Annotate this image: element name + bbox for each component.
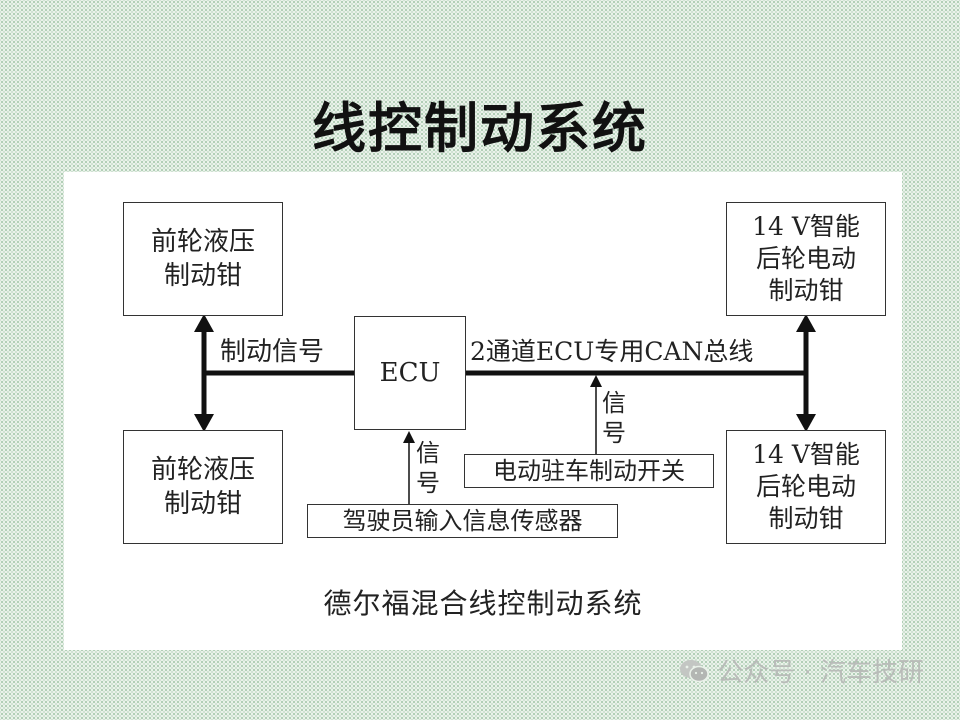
front-top-caliper-box: 前轮液压 制动钳: [123, 202, 283, 316]
ecu-label: ECU: [379, 358, 441, 388]
rear-top-caliper-box: 14 V智能 后轮电动 制动钳: [726, 202, 886, 316]
signal-label-parking: 信 号: [602, 389, 626, 447]
arrowhead-up-right: [796, 314, 816, 332]
rear-bottom-caliper-label: 14 V智能 后轮电动 制动钳: [752, 440, 860, 533]
arrowhead-up-left: [194, 314, 214, 332]
connection-lines: [194, 314, 816, 504]
watermark-text: 公众号 · 汽车技研: [717, 658, 924, 688]
signal-label-driver: 信 号: [416, 439, 440, 497]
diagram-panel: 前轮液压 制动钳 前轮液压 制动钳 ECU 14 V智能 后轮电动 制动钳 14…: [64, 172, 902, 650]
brake-signal-label: 制动信号: [220, 337, 325, 367]
driver-sensor-label: 驾驶员输入信息传感器: [342, 507, 583, 535]
diagram-caption: 德尔福混合线控制动系统: [323, 587, 643, 620]
slide-title: 线控制动系统: [312, 96, 648, 160]
watermark: 公众号 · 汽车技研: [679, 652, 924, 689]
rear-bottom-caliper-box: 14 V智能 后轮电动 制动钳: [726, 430, 886, 544]
wechat-icon: [680, 659, 709, 682]
ecu-box: ECU: [354, 316, 466, 430]
arrowhead-down-right: [796, 414, 816, 432]
rear-top-caliper-label: 14 V智能 后轮电动 制动钳: [752, 212, 860, 305]
parking-switch-box: 电动驻车制动开关: [464, 454, 714, 488]
can-bus-label: 2通道ECU专用CAN总线: [470, 337, 754, 366]
front-top-caliper-label: 前轮液压 制动钳: [150, 227, 255, 291]
arrowhead-driver-signal: [403, 431, 415, 443]
parking-switch-label: 电动驻车制动开关: [493, 457, 685, 485]
front-bottom-caliper-label: 前轮液压 制动钳: [150, 455, 255, 519]
front-bottom-caliper-box: 前轮液压 制动钳: [123, 430, 283, 544]
arrowhead-down-left: [194, 414, 214, 432]
driver-sensor-box: 驾驶员输入信息传感器: [307, 504, 618, 538]
arrowhead-parking-signal: [590, 375, 602, 387]
